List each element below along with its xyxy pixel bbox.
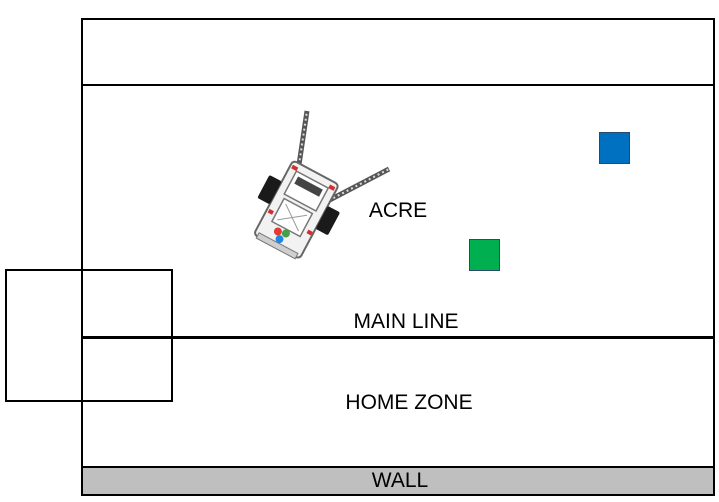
robot-icon [254,110,391,260]
start-box [5,269,173,402]
top-strip-divider [81,84,715,86]
robot-wheel-left [257,175,282,204]
wall-label: WALL [371,469,429,492]
robot-wheel-right [316,206,340,235]
home-zone-label: HOME ZONE [345,391,473,414]
main-line [81,336,715,339]
blue-marker [599,132,630,164]
main-line-label: MAIN LINE [353,310,459,333]
green-marker [469,239,500,271]
acre-label: ACRE [368,199,428,222]
wall [81,466,715,496]
